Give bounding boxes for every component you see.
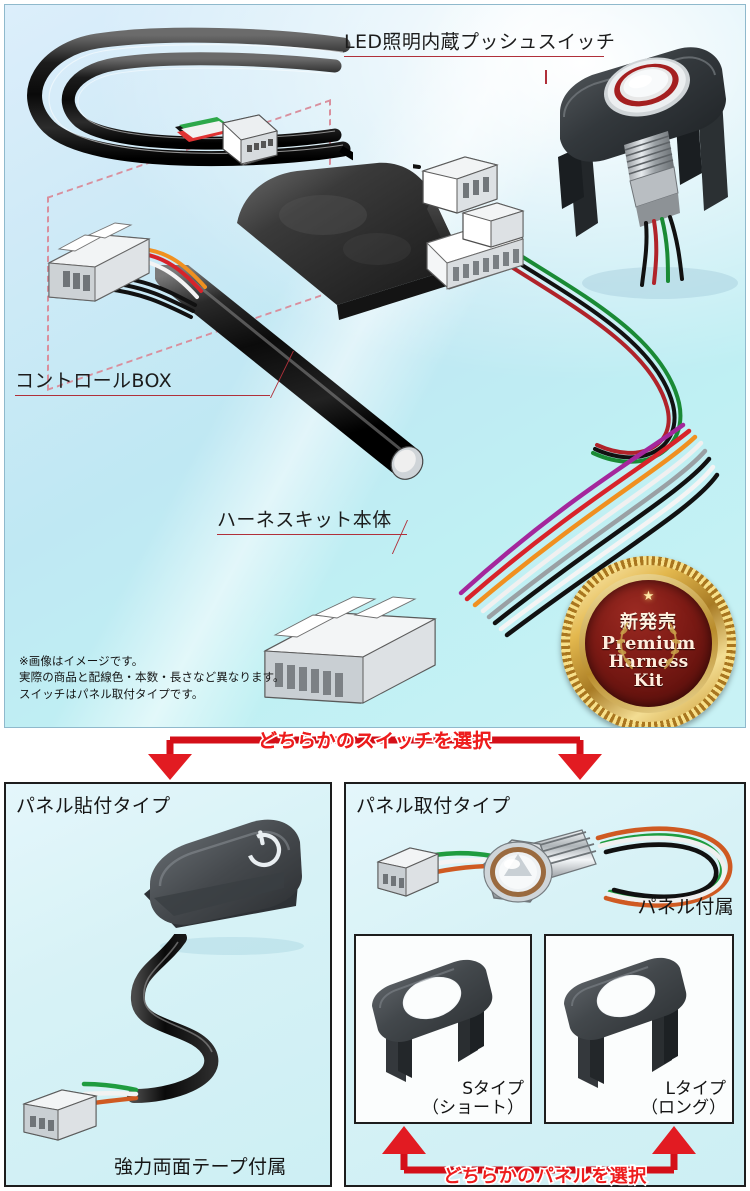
panel-mount-type: パネル取付タイプ xyxy=(344,782,746,1187)
callout-control-box: コントロールBOX xyxy=(15,371,270,396)
control-box-illustration xyxy=(227,157,527,327)
callout-led-push-switch: LED照明内蔵プッシュスイッチ xyxy=(344,32,615,57)
s-type-line1: Sタイプ xyxy=(462,1078,524,1099)
stick-on-connector xyxy=(18,1074,128,1154)
callout-rule xyxy=(15,394,270,396)
callout-rule xyxy=(344,55,604,57)
panel-selector-label-outline: どちらかのパネルを選択 xyxy=(442,1164,648,1188)
panel-stick-on-title: パネル貼付タイプ xyxy=(16,795,171,817)
stick-on-cable-illustration xyxy=(42,934,282,1134)
callout-rule xyxy=(217,533,407,535)
white-multi-pin-connector-left xyxy=(45,201,225,331)
power-icon xyxy=(246,830,282,868)
badge-face: ★ 新発売 Premium Harness Kit xyxy=(585,580,712,707)
callout-harness-body-label: ハーネスキット本体 xyxy=(217,509,392,531)
panel-selector-bracket: どちらかのパネルを選択 どちらかのパネルを選択 xyxy=(344,1122,746,1189)
disclaimer-text: ※画像はイメージです。 実際の商品と配線色・本数・長さなど異なります。 スイッチ… xyxy=(19,654,285,701)
premium-harness-kit-badge: ★ 新発売 Premium Harness Kit xyxy=(561,556,736,727)
panel-included-note: パネル付属 xyxy=(637,896,734,918)
harness-sleeve-illustration xyxy=(155,265,485,525)
white-connector-pair-top-right xyxy=(413,153,543,263)
l-type-panel-illustration xyxy=(554,950,709,1095)
s-type-label: Sタイプ （ショート） xyxy=(422,1078,524,1118)
badge-star-icon: ★ xyxy=(642,589,655,604)
leader-line-switch-v xyxy=(545,70,547,84)
panel-mount-title: パネル取付タイプ xyxy=(356,795,511,817)
top-illustration-panel: LED照明内蔵プッシュスイッチ コントロールBOX ハーネスキット本体 ※画像は… xyxy=(4,4,746,728)
badge-line2: Harness xyxy=(608,652,689,673)
wire-bundle-illustration xyxy=(395,407,725,707)
panel-selector-arrows-icon xyxy=(382,1126,696,1174)
selector-bracket-arrows-icon xyxy=(148,736,602,780)
subpanel-l-type: Lタイプ （ロング） xyxy=(544,934,734,1124)
panel-selector-label: どちらかのパネルを選択 xyxy=(443,1166,647,1187)
panel-mount-switch-illustration xyxy=(366,804,744,954)
subpanel-s-type: Sタイプ （ショート） xyxy=(354,934,532,1124)
small-white-connector-a xyxy=(173,105,283,177)
s-type-line2: （ショート） xyxy=(422,1097,524,1118)
l-type-line1: Lタイプ xyxy=(665,1078,726,1099)
badge-line3: Kit xyxy=(633,670,664,691)
s-type-panel-illustration xyxy=(362,950,512,1090)
switch-selector-label: どちらかのスイッチを選択 xyxy=(257,730,493,752)
double-sided-tape-note: 強力両面テープ付属 xyxy=(114,1156,287,1178)
panel-stick-on-type: パネル貼付タイプ xyxy=(4,782,332,1187)
badge-line1: Premium xyxy=(601,632,696,654)
white-large-connector-bottom xyxy=(257,591,457,711)
l-type-line2: （ロング） xyxy=(641,1097,726,1118)
stick-on-switch-illustration xyxy=(134,806,324,956)
switch-selector-bracket: どちらかのスイッチを選択 どちらかのスイッチを選択 xyxy=(0,728,750,780)
switch-selector-label-outline: どちらかのスイッチを選択 xyxy=(256,728,493,753)
led-push-switch-illustration xyxy=(550,47,745,307)
callout-control-box-label: コントロールBOX xyxy=(15,370,173,392)
callout-led-push-switch-label: LED照明内蔵プッシュスイッチ xyxy=(344,31,616,53)
l-type-label: Lタイプ （ロング） xyxy=(641,1078,726,1118)
badge-jp-label: 新発売 xyxy=(620,611,677,633)
callout-harness-body: ハーネスキット本体 xyxy=(217,510,407,535)
